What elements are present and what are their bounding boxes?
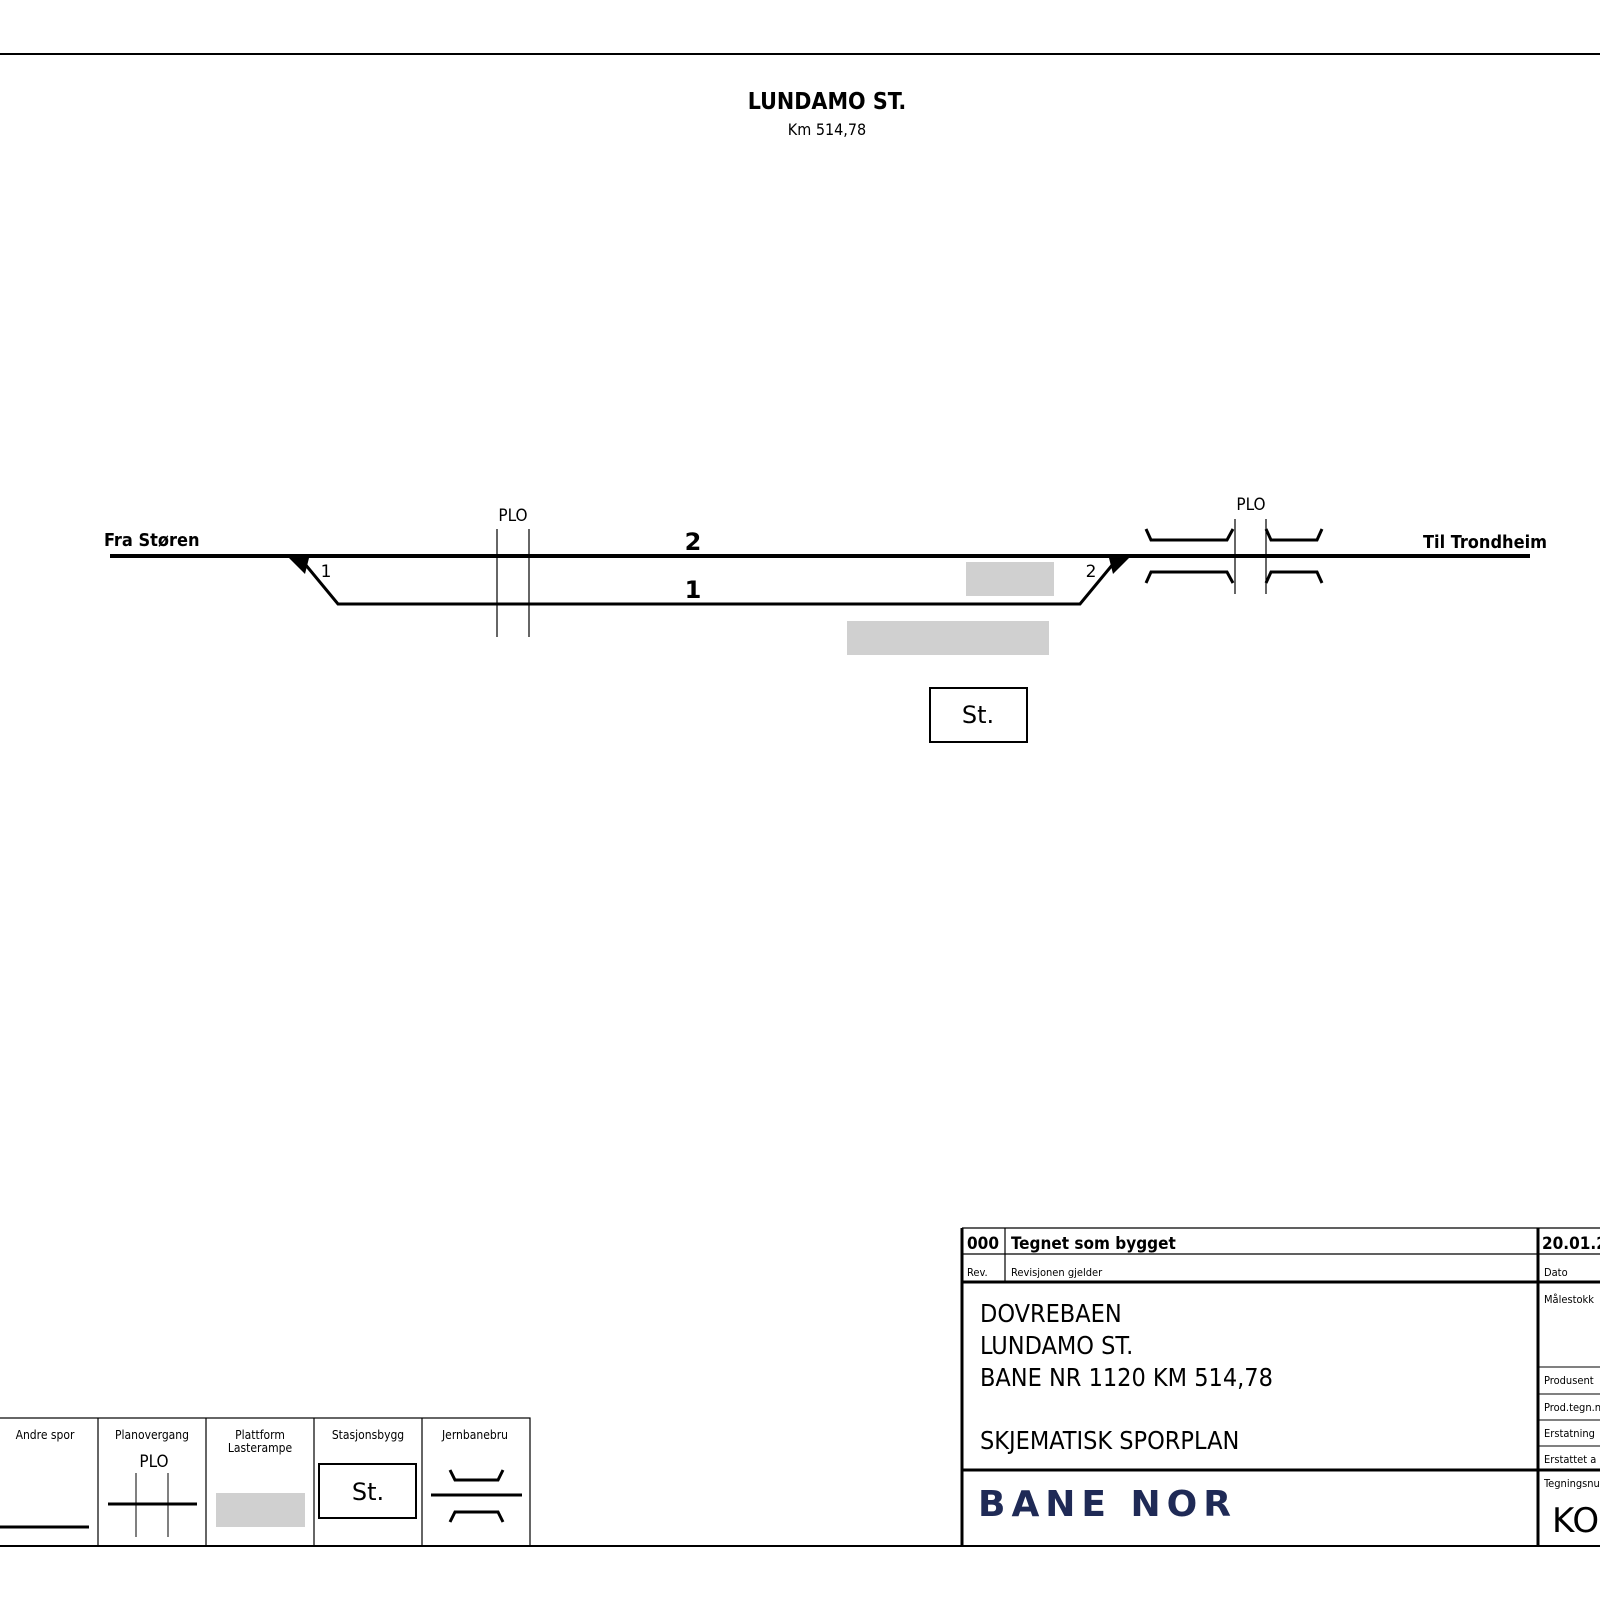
to-label: Til Trondheim (1423, 532, 1547, 553)
replacement-label: Erstatning (1544, 1427, 1595, 1440)
legend-symbol-station-label: St. (352, 1478, 384, 1506)
legend-title-station-building: Stasjonsbygg (332, 1428, 404, 1442)
replaced-label: Erstattet a (1544, 1453, 1596, 1466)
scale-label: Målestokk (1544, 1293, 1594, 1306)
platform-track-2 (966, 562, 1054, 596)
legend-title-railway-bridge: Jernbanebru (441, 1428, 508, 1442)
title-line-railway: DOVREBAEN (980, 1299, 1122, 1328)
switch-label-1: 1 (321, 562, 332, 582)
legend-symbol-platform (216, 1493, 305, 1527)
drawing-title: LUNDAMO ST. (748, 89, 906, 115)
legend-symbol-level-crossing (108, 1473, 197, 1537)
bane-nor-logo-text: BANE NOR (978, 1484, 1237, 1525)
station-building-label: St. (962, 701, 994, 729)
station-building (929, 687, 1028, 743)
platform-track-1 (847, 621, 1049, 655)
title-line-station: LUNDAMO ST. (980, 1331, 1133, 1360)
revision-number: 000 (967, 1234, 999, 1254)
title-line-track-number: BANE NR 1120 KM 514,78 (980, 1363, 1273, 1392)
from-label: Fra Støren (104, 530, 200, 551)
revision-description: Tegnet som bygget (1011, 1234, 1176, 1254)
legend-title-loading-ramp: Lasterampe (228, 1441, 293, 1455)
railway-bridge-right (1144, 528, 1324, 584)
level-crossing-left (496, 529, 530, 637)
legend-title-platform: Plattform (235, 1428, 285, 1442)
prod-drawing-label: Prod.tegn.n (1544, 1401, 1600, 1414)
drawing-subtitle: Km 514,78 (788, 120, 866, 139)
title-block-frame (960, 1227, 1600, 1546)
level-crossing-right (1234, 519, 1267, 594)
side-track-1 (298, 557, 1120, 606)
legend-symbol-level-crossing-label: PLO (139, 1452, 168, 1472)
crossing-label-right: PLO (1236, 495, 1265, 515)
track-number-1: 1 (685, 576, 702, 604)
track-number-2: 2 (685, 528, 702, 556)
drawing-number-label: Tegningsnu (1543, 1477, 1600, 1490)
revision-date: 20.01.20 (1542, 1234, 1600, 1254)
legend-title-level-crossing: Planovergang (115, 1428, 189, 1442)
producer-label: Produsent (1544, 1374, 1594, 1387)
legend-symbol-railway-bridge (431, 1469, 522, 1523)
switch-marker-2 (1109, 558, 1129, 574)
switch-label-2: 2 (1086, 562, 1097, 582)
date-label: Dato (1544, 1266, 1568, 1279)
bane-nor-logo: BANE NOR (978, 1484, 1237, 1525)
revision-label: Rev. (967, 1266, 988, 1279)
crossing-label-left: PLO (498, 506, 527, 526)
legend-symbol-station-building (318, 1463, 417, 1519)
revision-desc-label: Revisjonen gjelder (1011, 1266, 1103, 1279)
drawing-number: KO- (1552, 1501, 1600, 1541)
switch-marker-1 (289, 558, 309, 574)
title-line-drawing-type: SKJEMATISK SPORPLAN (980, 1426, 1239, 1455)
legend-table (0, 1417, 531, 1547)
legend-title-other-tracks: Andre spor (16, 1428, 75, 1442)
